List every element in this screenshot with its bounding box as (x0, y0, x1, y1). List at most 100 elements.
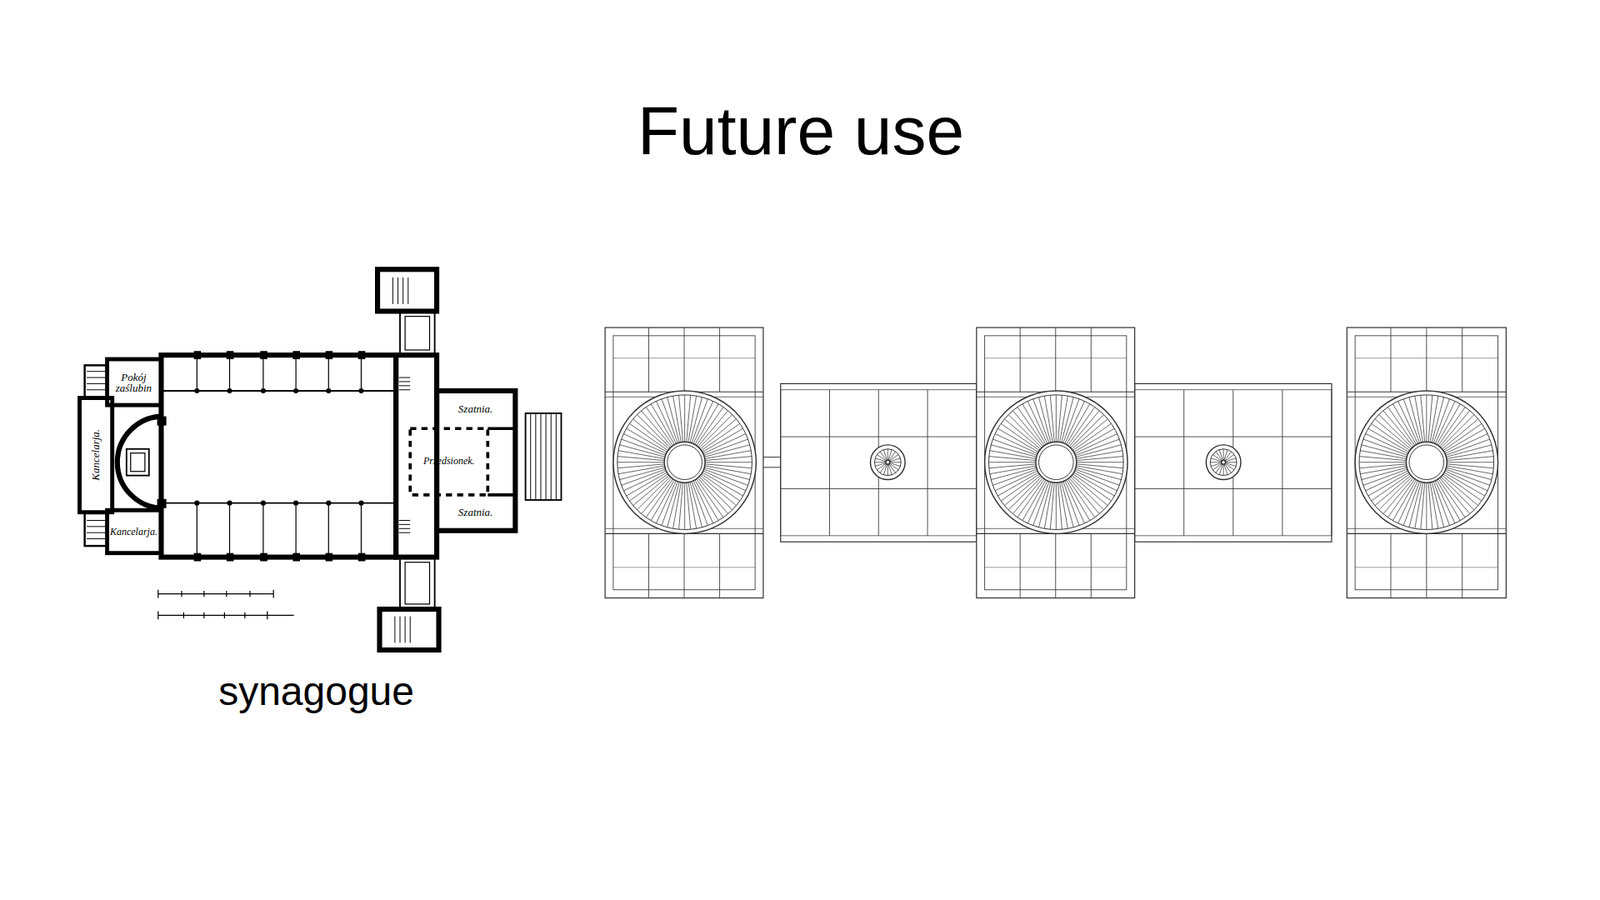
plan-line (1446, 461, 1494, 463)
plan-line (650, 480, 675, 521)
slide-title: Future use (637, 96, 965, 165)
plan-line (1223, 449, 1225, 460)
plan-line (700, 419, 736, 450)
plan-line (1425, 533, 1427, 598)
plan-line (1443, 423, 1482, 450)
rotunda-outline (985, 390, 1128, 534)
plan-line (617, 461, 665, 463)
plan-line (701, 423, 740, 450)
plan-line (696, 406, 724, 445)
plan-line (1075, 445, 1121, 458)
room-label: Pokój zaślubin (103, 371, 165, 395)
plan-line (1055, 533, 1056, 598)
rotunda-outline (870, 445, 905, 480)
plan-line (888, 464, 892, 475)
plan-line (990, 465, 1036, 475)
plan-line (623, 434, 666, 455)
plan-line (617, 395, 753, 530)
plan-line (1038, 397, 1051, 443)
plan-line (1445, 434, 1488, 455)
plan-line (636, 476, 670, 510)
plan-line (1225, 458, 1236, 462)
plan-line (1281, 390, 1283, 536)
plan-line (1225, 461, 1237, 463)
rotunda-outline (1355, 390, 1498, 534)
plan-line (1461, 533, 1463, 598)
plan-line (688, 482, 697, 529)
plan-line (1000, 423, 1040, 450)
plan-line (1074, 472, 1115, 496)
plan-line (1065, 400, 1085, 444)
plan-line (1440, 477, 1470, 514)
plan-line (874, 461, 885, 463)
plan-line (1071, 475, 1108, 505)
plan-line (1067, 479, 1095, 518)
plan-line (655, 400, 676, 444)
plan-line (1076, 456, 1124, 461)
pavilion-outline (976, 327, 1135, 598)
plan-line (1428, 482, 1433, 530)
rotunda-oculus (1221, 460, 1226, 465)
plan-line (673, 482, 682, 529)
plan-line (686, 482, 691, 530)
plan-line (995, 470, 1038, 491)
plan-line (927, 390, 929, 536)
plan-line (1055, 395, 1057, 442)
plan-line (629, 474, 668, 501)
plan-line (1375, 419, 1411, 450)
plan-line (1090, 533, 1092, 598)
plan-line (1387, 406, 1415, 445)
plan-line (1425, 395, 1427, 442)
plan-line (763, 466, 781, 468)
plan-line (648, 327, 650, 392)
plan-line (1060, 482, 1069, 529)
plan-line (890, 461, 901, 463)
plan-line (1440, 410, 1470, 447)
room-label: Szatnia. (458, 403, 494, 415)
plan-line (623, 470, 666, 491)
plan-line (705, 450, 751, 460)
plan-line (1445, 470, 1488, 491)
plan-line (1461, 327, 1463, 392)
plan-line (1360, 450, 1406, 460)
plan-line (1012, 477, 1043, 514)
plan-line (1398, 480, 1419, 524)
plan-line (1359, 456, 1406, 461)
plan-line (1425, 327, 1427, 392)
plan-line (985, 357, 1127, 359)
plan-line (1415, 395, 1424, 442)
plan-line (887, 464, 889, 475)
rotunda-oculus (1405, 441, 1447, 483)
plan-line (890, 458, 901, 462)
room-label: Kancelarja. (110, 526, 158, 538)
plan-line (618, 465, 665, 475)
plan-line (1075, 450, 1122, 460)
plan-line (1090, 327, 1092, 392)
plan-line (684, 533, 685, 598)
plan-line (1020, 533, 1021, 598)
plan-line (1446, 465, 1493, 475)
plan-line (703, 470, 746, 491)
plan-line (1067, 406, 1095, 445)
plan-line (1004, 419, 1040, 450)
rotunda-oculus (1035, 441, 1077, 483)
plan-line (1444, 472, 1485, 496)
plan-line (1017, 479, 1045, 518)
plan-line (1446, 464, 1494, 469)
rotunda-oculus (1039, 445, 1075, 480)
plan-line (699, 415, 733, 449)
plan-line (705, 464, 752, 469)
plan-line (688, 395, 697, 442)
plan-line (700, 475, 736, 505)
plan-line (763, 456, 781, 458)
plan-line (1387, 479, 1415, 518)
plan-line (1390, 327, 1391, 392)
plan-line (1055, 327, 1056, 392)
plan-line (684, 327, 685, 392)
plan-line (1428, 395, 1433, 442)
plan-line (703, 434, 746, 455)
wing-outline (1135, 390, 1332, 536)
plan-line (1390, 533, 1391, 598)
plan-line (1044, 482, 1053, 529)
plan-line (1430, 482, 1439, 529)
